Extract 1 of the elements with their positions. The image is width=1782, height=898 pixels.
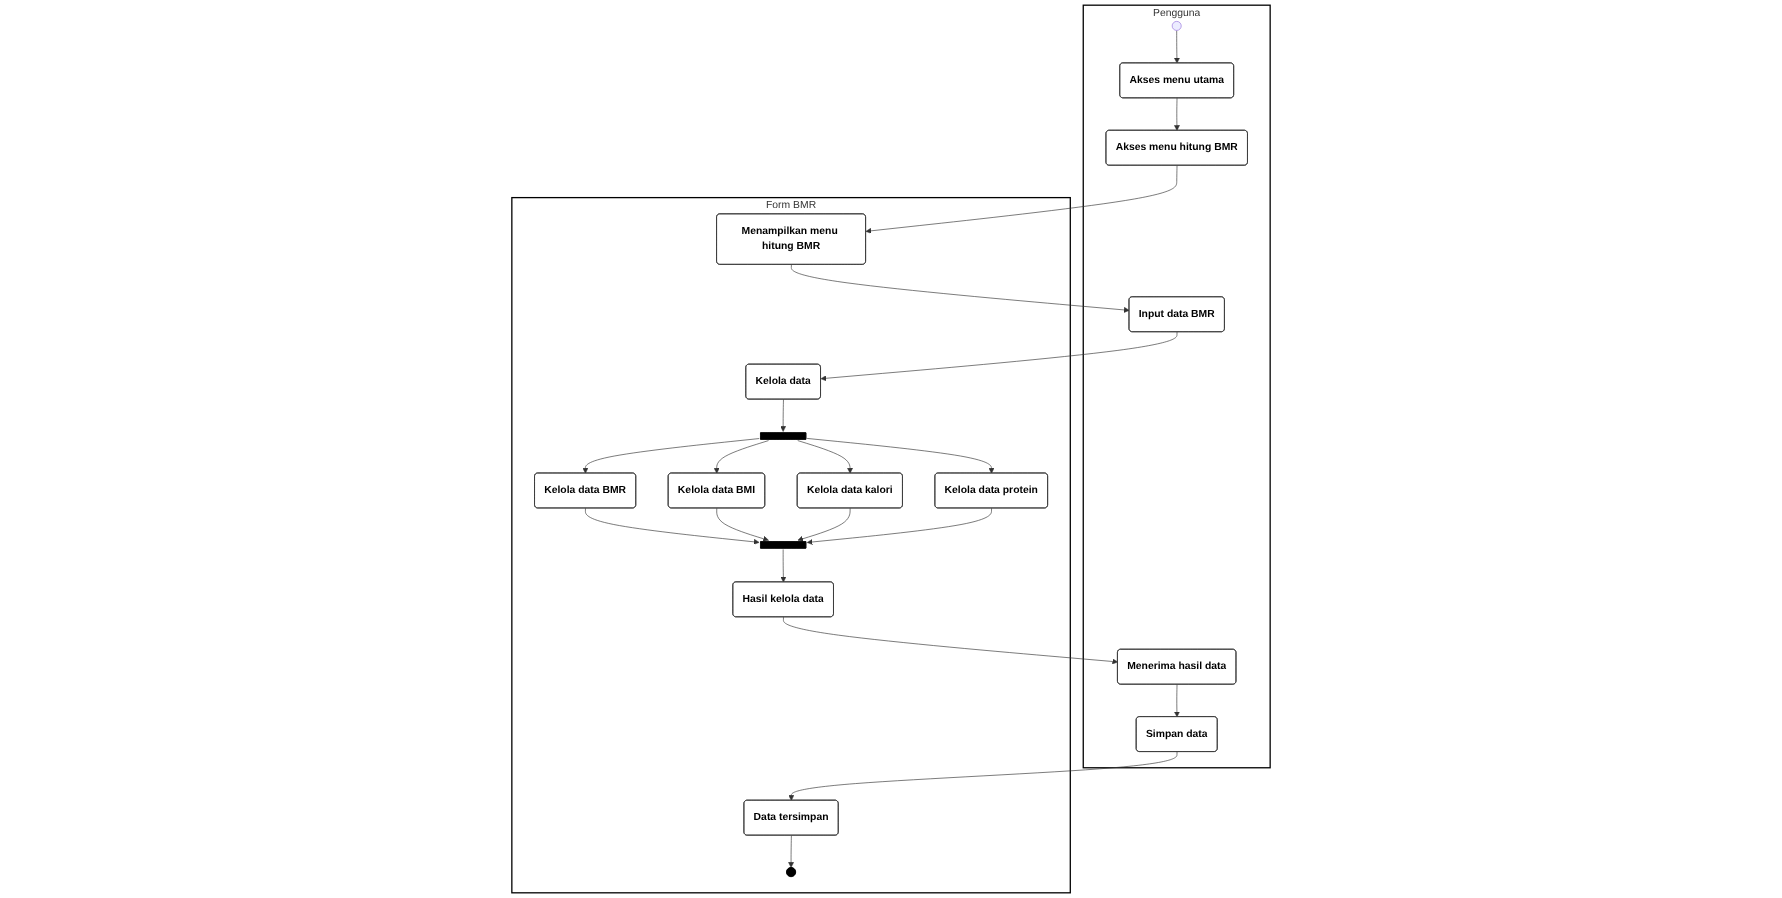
node-circle [1171, 21, 1182, 31]
